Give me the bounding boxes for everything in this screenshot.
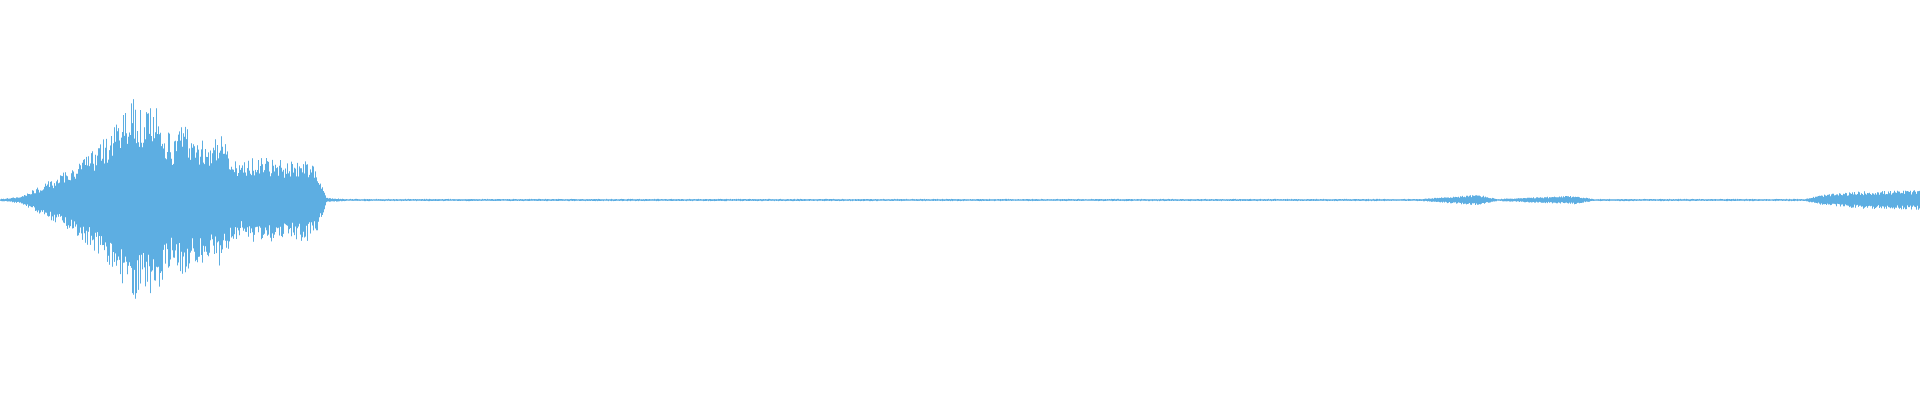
waveform-series: [0, 99, 1920, 299]
waveform-marks: [0, 99, 1920, 299]
